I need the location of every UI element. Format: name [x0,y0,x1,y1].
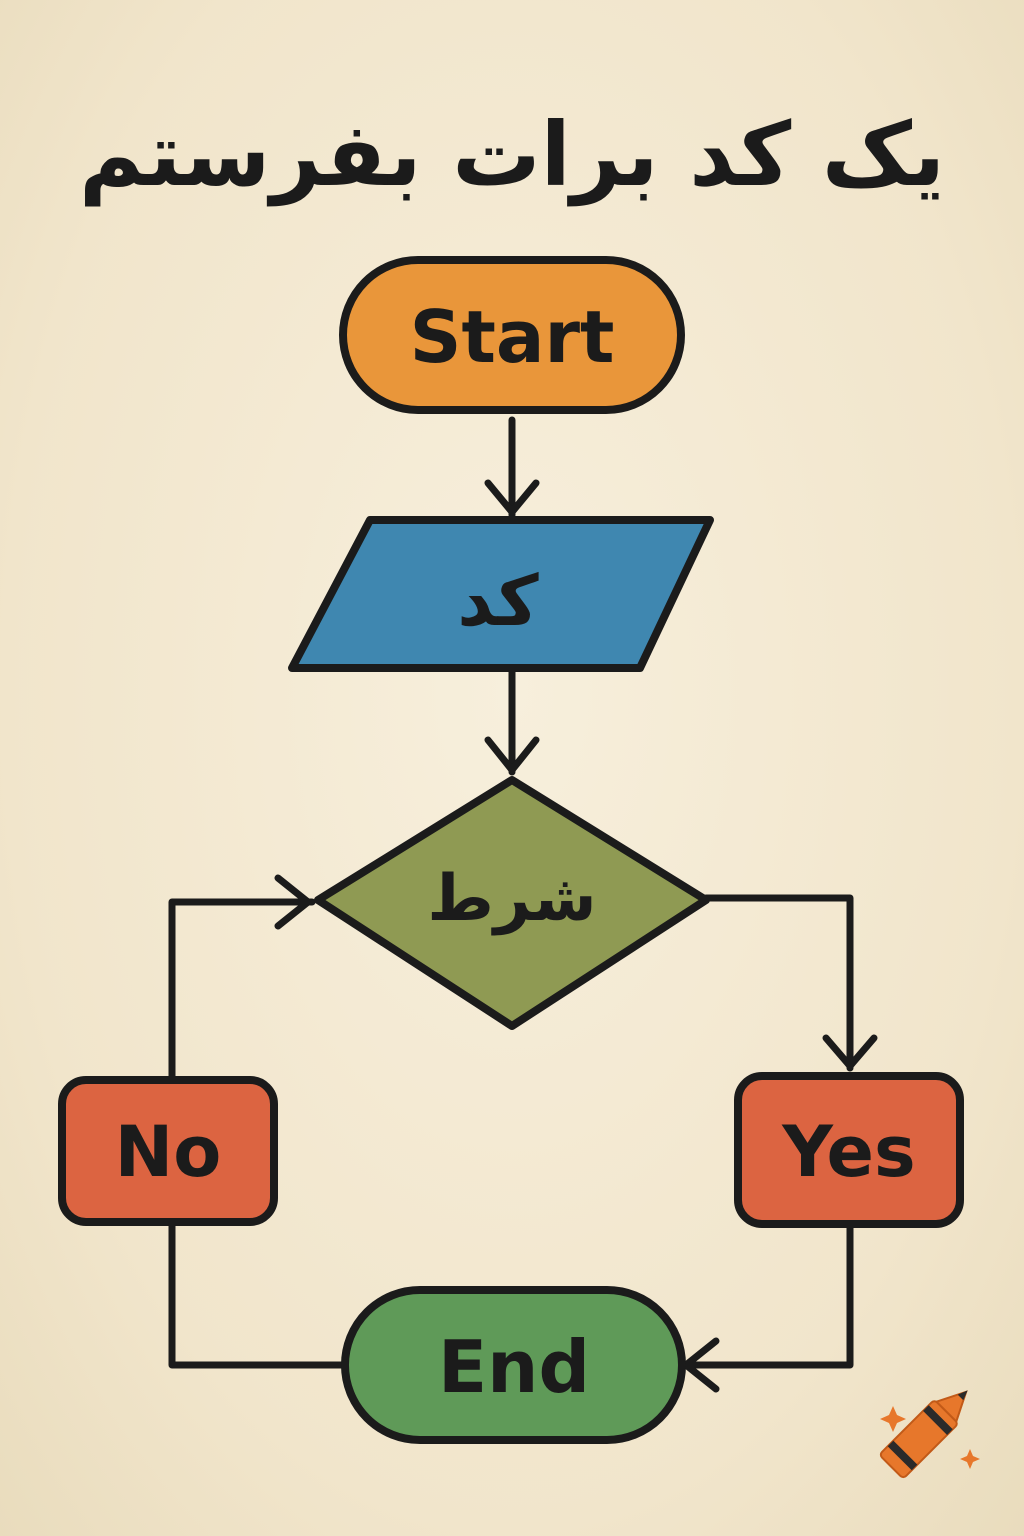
connector-decision-yes [702,894,854,1072]
decision-shape [314,776,710,1030]
start-node: Start [339,256,685,414]
arrowhead-input-decision [484,736,540,774]
arrowhead-decision-yes [822,1034,878,1070]
decision-node: شرط [314,776,710,1030]
no-label: No [115,1111,222,1193]
connector-no-decision [168,898,316,1084]
yes-label: Yes [781,1111,915,1193]
yes-shape [734,1072,964,1228]
decision-label: شرط [427,862,596,936]
crayon-icon [879,1390,968,1479]
input-label: کد [457,560,538,642]
start-shape [339,256,685,414]
end-node: End [341,1286,686,1444]
input-node: کد [288,516,714,672]
input-shape [288,516,714,672]
arrowhead-no-decision [274,874,312,930]
arrowhead-start-input [484,479,540,516]
yes-node: Yes [734,1072,964,1228]
end-label: End [438,1325,590,1409]
sparkle-icon [880,1406,980,1469]
end-shape [341,1286,686,1444]
connector-no-end [168,1220,349,1369]
connector-yes-end [678,1220,854,1369]
no-shape [58,1076,278,1226]
no-node: No [58,1076,278,1226]
page-title: یک کد برات بفرستم [78,103,946,206]
start-label: Start [410,295,615,379]
